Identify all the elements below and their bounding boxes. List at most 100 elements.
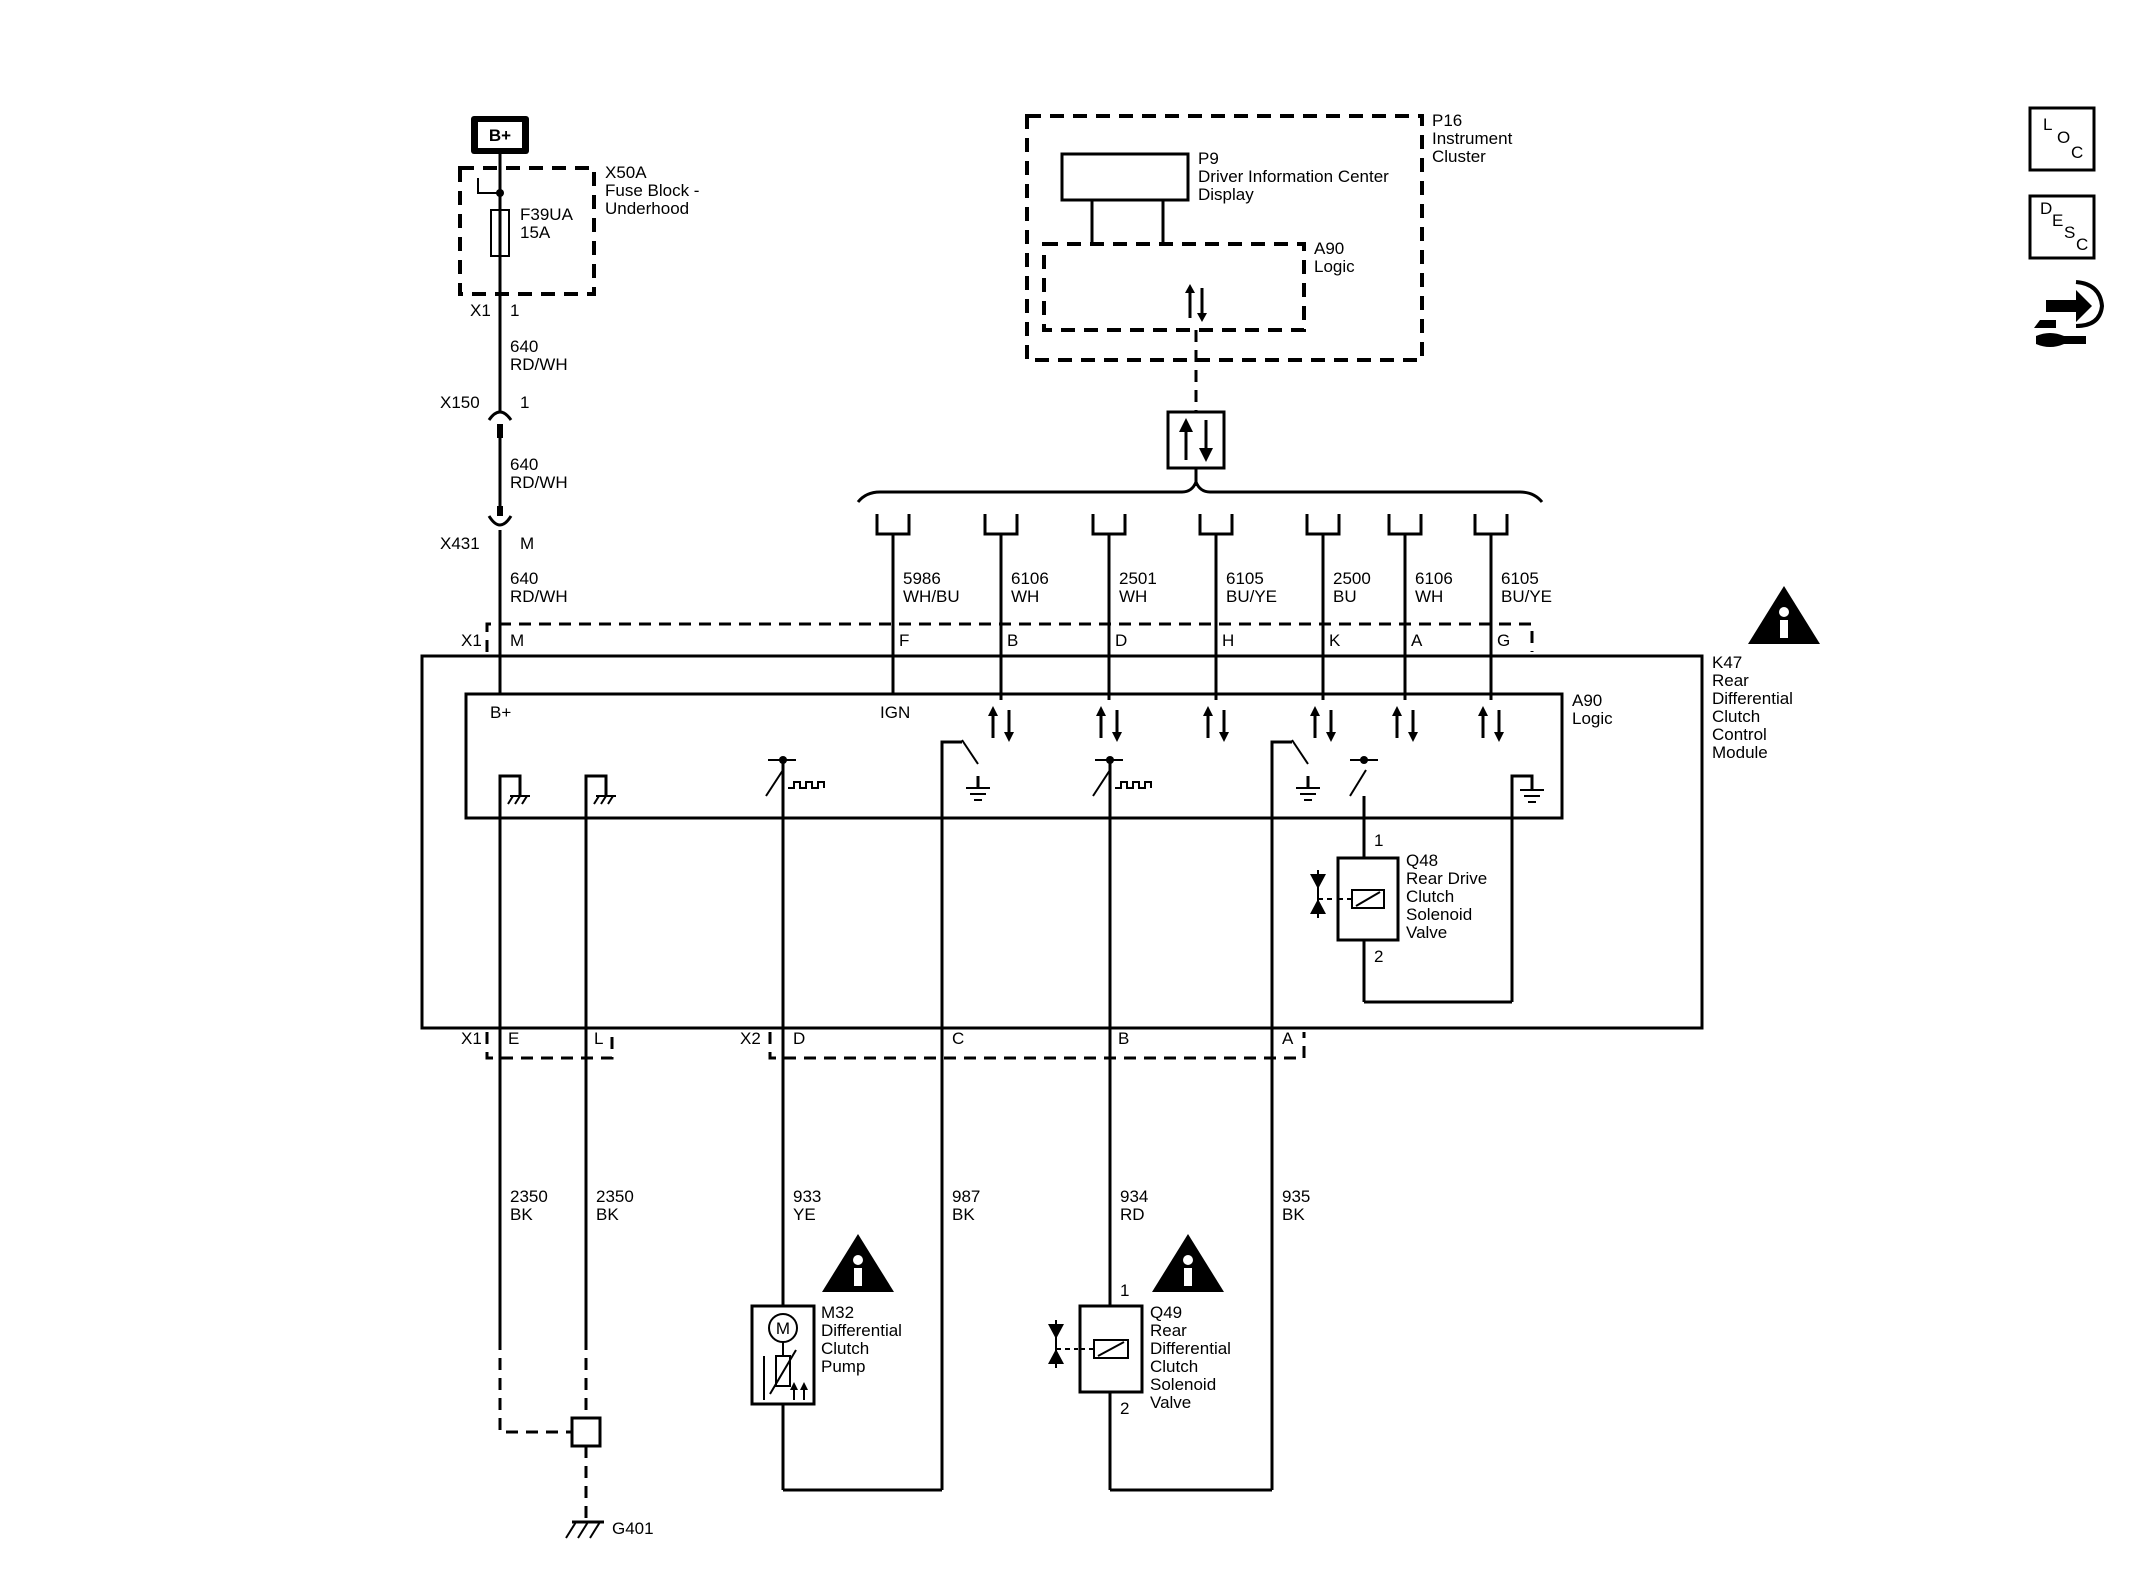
bus-wire-pin: G (1497, 631, 1510, 650)
bus-wire-circuit: 2501 (1119, 569, 1157, 588)
bus-wire-pin: K (1329, 631, 1341, 650)
fuse-block-x50a: F39UA 15A (458, 166, 596, 296)
bottom-x2-pin-d: D (793, 1029, 805, 1048)
fuse-out-connector: X1 (470, 301, 491, 320)
q48-name-4: Valve (1406, 923, 1447, 942)
fuse-ref: F39UA (520, 205, 574, 224)
q48-name-3: Solenoid (1406, 905, 1472, 924)
q48-name-2: Clutch (1406, 887, 1454, 906)
bus-wire-circuit: 6105 (1226, 569, 1264, 588)
m32-name-1: Differential (821, 1321, 902, 1340)
bidirectional-arrows-icon (1310, 706, 1336, 742)
x150-ref: X150 (440, 393, 480, 412)
fuse-block-name-2: Underhood (605, 199, 689, 218)
q49-name-3: Clutch (1150, 1357, 1198, 1376)
fuse-block-ref: X50A (605, 163, 647, 182)
module-ign-label: IGN (880, 703, 910, 722)
bus-wire-color: BU (1333, 587, 1357, 606)
q49-ref: Q49 (1150, 1303, 1182, 1322)
module-bplus-label: B+ (490, 703, 511, 722)
pump-motor-m32: M (750, 1304, 942, 1492)
q49-info-triangle-icon[interactable] (1152, 1234, 1224, 1292)
rear-differential-control-module-k47 (420, 622, 1704, 1030)
bottom-x2-ref: X2 (740, 1029, 761, 1048)
bus-wire-color: WH/BU (903, 587, 960, 606)
m32-name-3: Pump (821, 1357, 865, 1376)
bidirectional-arrows-icon (988, 706, 1014, 742)
bidirectional-arrows-icon (1478, 706, 1504, 742)
wire-2350-e-circuit: 2350 (510, 1187, 548, 1206)
bidirectional-arrows-icon (1203, 706, 1229, 742)
module-name-3: Clutch (1712, 707, 1760, 726)
wire-2350-l-color: BK (596, 1205, 619, 1224)
instrument-cluster-p16 (1025, 114, 1424, 362)
q48-pin-1: 1 (1374, 831, 1383, 850)
ground-ref: G401 (612, 1519, 654, 1538)
bottom-wires (498, 818, 1274, 1490)
bus-wire-pin: B (1007, 631, 1018, 650)
module-name-4: Control (1712, 725, 1767, 744)
bottom-x2-pin-a: A (1282, 1029, 1294, 1048)
q48-name-1: Rear Drive (1406, 869, 1487, 888)
description-view-icon[interactable]: D E S C (2028, 194, 2096, 260)
bus-wire-pin: D (1115, 631, 1127, 650)
connector-x431 (487, 506, 513, 527)
wire-934-color: RD (1120, 1205, 1145, 1224)
bus-wire-color: BU/YE (1501, 587, 1552, 606)
dic-display-p9 (1060, 152, 1190, 202)
module-ref: K47 (1712, 653, 1742, 672)
location-view-icon[interactable]: L O C (2028, 106, 2096, 172)
loc-letter-o: O (2057, 128, 2070, 147)
fuse-rating: 15A (520, 223, 551, 242)
q48-pin-2: 2 (1374, 947, 1383, 966)
motor-m-glyph: M (776, 1319, 790, 1338)
m32-info-triangle-icon[interactable] (822, 1234, 894, 1292)
module-name-1: Rear (1712, 671, 1749, 690)
info-triangle-icon[interactable] (1748, 586, 1820, 644)
serial-data-bus-icon (1166, 410, 1226, 470)
wire-640-c-color: RD/WH (510, 587, 568, 606)
bus-wire-circuit: 5986 (903, 569, 941, 588)
loc-letter-l: L (2043, 115, 2052, 134)
connector-repair-icon[interactable] (2034, 280, 2105, 347)
bus-wire-color: WH (1011, 587, 1039, 606)
bus-wire-color: WH (1415, 587, 1443, 606)
x431-ref: X431 (440, 534, 480, 553)
cluster-name-2: Cluster (1432, 147, 1486, 166)
desc-letter-c: C (2076, 235, 2088, 254)
wire-640-b-circuit: 640 (510, 455, 538, 474)
loc-letter-c: C (2071, 143, 2083, 162)
wire-987-circuit: 987 (952, 1187, 980, 1206)
q49-name-1: Rear (1150, 1321, 1187, 1340)
m32-ref: M32 (821, 1303, 854, 1322)
bidirectional-arrows-icon (1096, 706, 1122, 742)
bus-wire-circuit: 6106 (1415, 569, 1453, 588)
q49-name-2: Differential (1150, 1339, 1231, 1358)
q49-name-4: Solenoid (1150, 1375, 1216, 1394)
bus-brace (856, 477, 1544, 503)
wire-2350-e-color: BK (510, 1205, 533, 1224)
bottom-connector-x1 (485, 1032, 614, 1060)
b-plus-label: B+ (489, 126, 511, 145)
display-ref: P9 (1198, 149, 1219, 168)
q48-ref: Q48 (1406, 851, 1438, 870)
fuse-out-pin: 1 (510, 301, 519, 320)
solenoid-q49 (1048, 1304, 1272, 1492)
module-logic-name: Logic (1572, 709, 1613, 728)
bus-wire-circuit: 2500 (1333, 569, 1371, 588)
wire-933-circuit: 933 (793, 1187, 821, 1206)
x431-pin: M (520, 534, 534, 553)
connector-x150 (487, 410, 513, 438)
cluster-logic-ref: A90 (1314, 239, 1344, 258)
bus-wire-circuit: 6105 (1501, 569, 1539, 588)
wire-640-c-circuit: 640 (510, 569, 538, 588)
module-top-pin-m: M (510, 631, 524, 650)
bottom-x1-ref: X1 (461, 1029, 482, 1048)
cluster-name-1: Instrument (1432, 129, 1513, 148)
bottom-x1-pin-e: E (508, 1029, 519, 1048)
q49-pin-1: 1 (1120, 1281, 1129, 1300)
